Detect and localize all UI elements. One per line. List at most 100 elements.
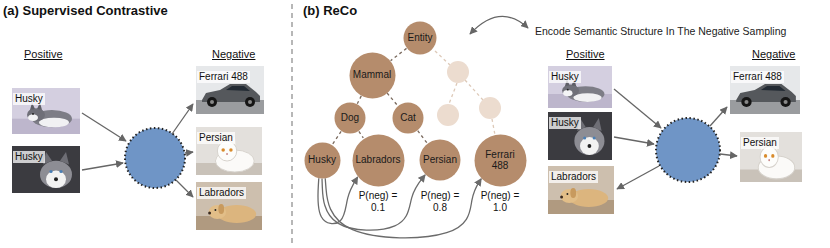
image-label: Labradors	[197, 187, 246, 199]
concept-node: Cat	[392, 102, 424, 134]
image-label: Ferrari 488	[731, 71, 784, 83]
faded-link	[449, 83, 457, 104]
hierarchy-link	[387, 93, 398, 106]
push-arrow	[176, 180, 193, 197]
hierarchy-link	[357, 96, 361, 104]
push-arrow	[710, 107, 727, 126]
concept-circle	[352, 134, 404, 186]
concept-circle	[335, 103, 366, 134]
photo	[196, 182, 262, 230]
concept-text-wrap: Dog	[341, 112, 359, 124]
concept-label: Mammal	[353, 69, 391, 80]
push-arrow	[185, 152, 193, 153]
image-label: Husky	[13, 93, 45, 105]
concept-label: Entity	[407, 32, 432, 43]
concept-text-wrap: Mammal	[353, 69, 391, 81]
photo	[196, 66, 264, 114]
panel-title: (b) ReCo	[303, 3, 357, 18]
pull-arrow	[614, 89, 661, 128]
image-label: Husky	[549, 71, 581, 83]
concept-node: Mammal	[349, 52, 396, 99]
faded-concept	[447, 61, 469, 83]
faded-link	[465, 80, 483, 100]
photo	[196, 127, 262, 175]
image-label: Persian	[197, 132, 235, 144]
probability-label: P(neg) = 1.0	[480, 190, 520, 213]
concept-label: Cat	[400, 112, 416, 123]
push-arrow	[720, 154, 737, 156]
photo-box: Ferrari 488	[196, 66, 264, 114]
faded-concept	[479, 97, 501, 119]
column-heading: Positive	[24, 48, 63, 60]
photo-box: Ferrari 488	[730, 66, 800, 114]
faded-concept	[437, 104, 459, 126]
photo-box: Persian	[196, 127, 262, 175]
faded-link	[435, 51, 450, 65]
concept-text-wrap: Cat	[400, 112, 416, 124]
concept-node: Dog	[334, 102, 366, 134]
concept-label: Husky	[308, 154, 336, 165]
photo-box: Husky	[548, 66, 612, 108]
concept-label: Persian	[423, 154, 457, 165]
photo	[740, 132, 802, 182]
concept-circle	[420, 140, 461, 181]
photo	[548, 166, 614, 214]
image-label: Husky	[13, 151, 45, 163]
concept-text-wrap: Labradors	[355, 154, 400, 166]
concept-circle	[349, 52, 395, 98]
column-heading: Positive	[566, 48, 605, 60]
pull-arrow	[82, 163, 123, 170]
photo	[730, 66, 800, 114]
column-heading: Negative	[212, 48, 255, 60]
photo	[12, 146, 80, 193]
photo-box: Husky	[548, 112, 612, 160]
faded-link	[492, 119, 495, 135]
image-label: Ferrari 488	[197, 71, 250, 83]
probability-label: P(neg) = 0.1	[358, 190, 398, 213]
photo-box: Labradors	[196, 182, 262, 230]
concept-node: Ferrari 488	[474, 134, 527, 187]
annotation: Encode Semantic Structure In The Negativ…	[535, 25, 786, 37]
hierarchy-link	[332, 131, 341, 144]
photo	[12, 88, 80, 134]
concept-node: Labradors	[352, 134, 405, 187]
probability-label: P(neg) = 0.8	[420, 190, 460, 213]
concept-text-wrap: Husky	[308, 154, 336, 166]
photo	[548, 66, 612, 108]
concept-circle	[404, 22, 437, 55]
push-arrow	[172, 104, 193, 134]
concept-node: Persian	[419, 139, 461, 181]
photo	[548, 112, 612, 160]
concept-label: Ferrari 488	[485, 149, 514, 172]
concept-circle	[304, 142, 340, 178]
concept-node: Husky	[304, 142, 341, 179]
column-heading: Negative	[752, 48, 795, 60]
concept-text-wrap: Entity	[407, 32, 432, 44]
anchor-embedding	[656, 118, 720, 182]
hierarchy-link	[418, 131, 428, 144]
hierarchy-link	[359, 131, 363, 138]
pull-arrow	[82, 113, 126, 141]
concept-text-wrap: Persian	[423, 154, 457, 166]
photo-box: Labradors	[548, 166, 614, 214]
anchor-embedding	[125, 128, 185, 188]
concept-circle	[393, 103, 424, 134]
hierarchy-link	[391, 48, 407, 60]
photo-box: Persian	[740, 132, 802, 182]
concept-label: Dog	[341, 112, 359, 123]
pull-arrow	[614, 137, 654, 144]
image-label: Labradors	[549, 171, 598, 183]
panel-title: (a) Supervised Contrastive	[3, 3, 168, 18]
image-label: Husky	[549, 117, 581, 129]
concept-label: Labradors	[355, 154, 400, 165]
concept-node: Entity	[403, 21, 437, 55]
negative-sampling-arrow	[325, 178, 481, 238]
photo-box: Husky	[12, 146, 80, 193]
photo-box: Husky	[12, 88, 80, 134]
concept-text-wrap: Ferrari 488	[480, 149, 520, 172]
concept-circle	[474, 134, 526, 186]
panel-divider	[291, 4, 292, 244]
push-arrow	[617, 166, 659, 189]
image-label: Persian	[741, 137, 779, 149]
